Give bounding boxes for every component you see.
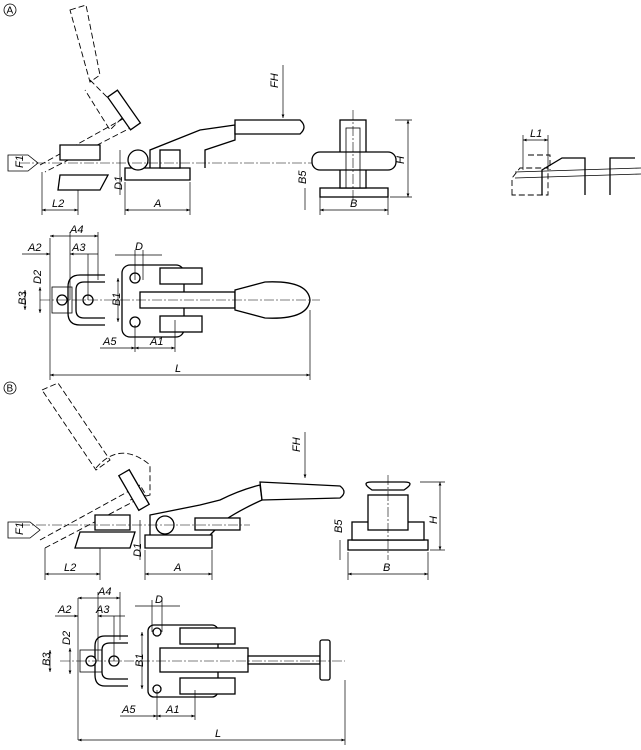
label-a3-b: A3 — [95, 604, 110, 616]
label-f1-b: F1 — [14, 522, 26, 535]
variant-a-text: A — [7, 6, 14, 17]
label-a5: A5 — [102, 336, 117, 348]
force-arrow-f1 — [7, 154, 39, 172]
label-a2-b: A2 — [57, 604, 71, 616]
variant-a-label: A — [3, 3, 17, 17]
label-l2-b: L2 — [64, 562, 76, 574]
label-a-b: A — [173, 562, 181, 574]
variant-b-top-view — [60, 624, 345, 698]
label-d-b: D — [155, 594, 163, 606]
label-l: L — [175, 363, 181, 375]
variant-b-text: B — [7, 384, 14, 395]
label-a4-b: A4 — [97, 586, 111, 598]
label-b5: B5 — [297, 170, 309, 184]
label-h: H — [395, 156, 407, 164]
variant-b-side-view — [20, 382, 345, 549]
label-d2: D2 — [32, 270, 44, 284]
label-fh-b: FH — [291, 437, 303, 452]
variant-a-side-view — [20, 4, 315, 191]
force-arrow-f1-b — [7, 521, 41, 539]
label-a1-b: A1 — [165, 704, 179, 716]
variant-b-front-view — [347, 475, 429, 560]
label-d1: D1 — [113, 176, 125, 190]
detail-l1-view — [511, 154, 641, 196]
label-d: D — [135, 241, 143, 253]
label-b3-b: B3 — [41, 652, 53, 666]
label-l-b: L — [215, 728, 221, 740]
label-d1-b: D1 — [132, 543, 144, 557]
label-l2: L2 — [52, 198, 64, 210]
label-a1: A1 — [149, 336, 163, 348]
label-a4: A4 — [69, 224, 83, 236]
label-a3: A3 — [71, 242, 86, 254]
variant-a-top-view — [40, 264, 320, 338]
label-l1: L1 — [530, 128, 542, 140]
label-b: B — [350, 198, 357, 210]
label-b3: B3 — [17, 291, 29, 305]
label-a: A — [153, 198, 161, 210]
label-b5-b: B5 — [333, 519, 345, 533]
label-a2: A2 — [27, 242, 41, 254]
label-b1-b: B1 — [134, 654, 146, 667]
label-f1: F1 — [14, 155, 26, 168]
variant-b-label: B — [3, 381, 17, 395]
label-a5-b: A5 — [121, 704, 136, 716]
variant-a-front-view — [311, 110, 397, 200]
label-b1: B1 — [111, 293, 123, 306]
label-d2-b: D2 — [61, 631, 73, 645]
label-fh: FH — [269, 73, 281, 88]
label-h-b: H — [428, 516, 440, 524]
label-b-b: B — [383, 562, 390, 574]
